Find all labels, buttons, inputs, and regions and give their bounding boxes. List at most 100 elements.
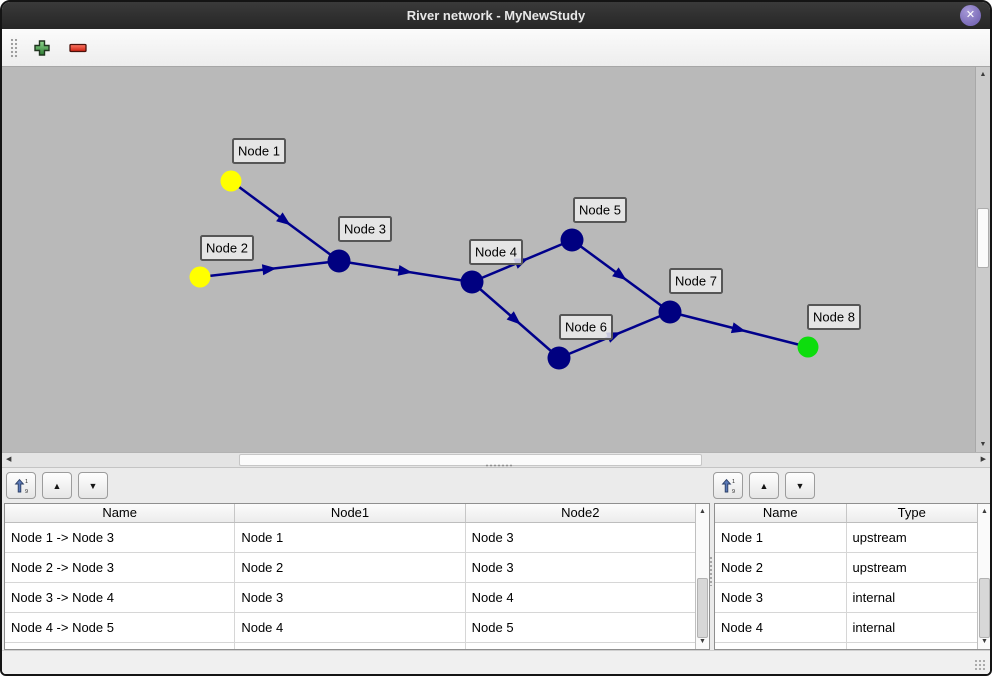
table-cell: Node 4 — [235, 613, 466, 642]
table-cell — [466, 643, 695, 649]
network-node[interactable] — [460, 270, 484, 294]
up-triangle-icon: ▲ — [52, 480, 62, 491]
toolbar-drag-handle[interactable] — [10, 36, 18, 59]
close-icon[interactable]: ✕ — [960, 5, 981, 26]
links-table-scrollbar[interactable]: ▲ ▼ — [695, 504, 709, 649]
table-cell: Node 3 — [471, 560, 514, 575]
vertical-scroll-thumb[interactable] — [977, 208, 989, 268]
scroll-down-icon[interactable]: ▼ — [979, 441, 987, 448]
table-cell — [235, 643, 466, 649]
network-graph: Node 1 Node 2 Node 3 Node 4 Node 5 Node 6 Node… — [189, 138, 861, 370]
move-down-button[interactable]: ▼ — [785, 472, 815, 499]
links-table-controls: 1 9 ▲ ▼ — [6, 472, 108, 499]
scroll-right-icon[interactable]: ▶ — [980, 456, 986, 463]
table-cell: Node 5 — [471, 620, 514, 635]
scroll-down-icon[interactable]: ▼ — [699, 638, 706, 645]
table-cell: Node 4 — [471, 590, 514, 605]
svg-text:9: 9 — [25, 489, 28, 494]
svg-text:9: 9 — [732, 489, 735, 494]
flow-direction-arrow-icon — [612, 267, 627, 281]
scroll-up-icon[interactable]: ▲ — [979, 71, 987, 78]
node-label[interactable]: Node 5 — [573, 197, 627, 223]
network-node[interactable] — [560, 228, 584, 252]
table-row[interactable]: Node 2 upstream — [715, 553, 977, 583]
table-cell: upstream — [852, 560, 907, 575]
node-label[interactable]: Node 3 — [338, 216, 392, 242]
nodes-table-scrollbar[interactable]: ▲ ▼ — [977, 504, 990, 649]
network-node[interactable] — [327, 249, 351, 273]
green-plus-icon — [34, 39, 50, 56]
node-label[interactable]: Node 4 — [469, 239, 523, 265]
canvas-horizontal-scrollbar[interactable]: ◀ ▶ — [2, 452, 990, 468]
horizontal-scroll-thumb[interactable] — [239, 454, 702, 466]
status-bar — [2, 650, 990, 674]
up-triangle-icon: ▲ — [759, 480, 769, 491]
move-up-button[interactable]: ▲ — [749, 472, 779, 499]
move-down-button[interactable]: ▼ — [78, 472, 108, 499]
tables-splitter-handle[interactable] — [709, 556, 714, 586]
scroll-down-icon[interactable]: ▼ — [981, 638, 988, 645]
table-cell: Node 2 — [715, 553, 847, 582]
table-cell — [5, 643, 236, 649]
sort-nodes-button[interactable]: 1 9 — [713, 472, 743, 499]
column-header[interactable]: Name — [5, 504, 236, 522]
add-node-button[interactable] — [30, 36, 54, 60]
table-cell: Node 3 — [471, 530, 514, 545]
table-cell: Node 1 — [235, 523, 466, 552]
titlebar[interactable]: River network - MyNewStudy ✕ — [2, 2, 990, 29]
scroll-up-icon[interactable]: ▲ — [981, 508, 988, 515]
nodes-table-controls: 1 9 ▲ ▼ — [713, 472, 815, 499]
node-label[interactable]: Node 1 — [232, 138, 286, 164]
node-label[interactable]: Node 8 — [807, 304, 861, 330]
remove-node-button[interactable] — [66, 36, 90, 60]
table-cell: Node 2 -> Node 3 — [5, 553, 236, 582]
flow-direction-arrow-icon — [261, 264, 277, 276]
move-up-button[interactable]: ▲ — [42, 472, 72, 499]
network-node[interactable] — [220, 170, 242, 192]
network-node[interactable] — [658, 300, 682, 324]
flow-direction-arrow-icon — [506, 311, 521, 325]
table-cell: Node 1 -> Node 3 — [5, 523, 236, 552]
node-label[interactable]: Node 6 — [559, 314, 613, 340]
sort-ascending-icon: 1 9 — [721, 478, 735, 494]
svg-text:Node 6: Node 6 — [565, 320, 607, 335]
sort-ascending-icon: 1 9 — [14, 478, 28, 494]
canvas-vertical-scrollbar[interactable]: ▲ ▼ — [975, 67, 990, 452]
table-cell: internal — [852, 620, 896, 635]
nodes-table-header: Name Type — [715, 504, 977, 523]
table-cell: Node 3 — [235, 583, 466, 612]
column-header[interactable]: Node1 — [235, 504, 466, 522]
down-triangle-icon: ▼ — [795, 480, 805, 491]
node-label[interactable]: Node 2 — [200, 235, 254, 261]
splitter-handle[interactable] — [485, 464, 513, 467]
network-node[interactable] — [547, 346, 571, 370]
column-header[interactable]: Type — [897, 505, 926, 520]
flow-direction-arrow-icon — [730, 322, 746, 334]
table-row[interactable] — [5, 643, 695, 649]
svg-text:1: 1 — [25, 479, 28, 485]
table-cell: upstream — [852, 530, 907, 545]
table-row[interactable] — [715, 643, 977, 649]
network-node[interactable] — [189, 266, 211, 288]
network-node[interactable] — [797, 336, 819, 358]
sort-links-button[interactable]: 1 9 — [6, 472, 36, 499]
table-scroll-thumb[interactable] — [979, 578, 990, 638]
node-label[interactable]: Node 7 — [669, 268, 723, 294]
river-network-canvas[interactable]: Node 1 Node 2 Node 3 Node 4 Node 5 Node 6 Node… — [2, 67, 990, 452]
scroll-up-icon[interactable]: ▲ — [699, 508, 706, 515]
scroll-left-icon[interactable]: ◀ — [6, 456, 12, 463]
column-header[interactable]: Node2 — [561, 505, 600, 520]
resize-grip[interactable] — [974, 659, 986, 671]
svg-text:Node 2: Node 2 — [206, 241, 248, 256]
column-header[interactable]: Name — [715, 504, 847, 522]
table-scroll-thumb[interactable] — [697, 578, 708, 638]
